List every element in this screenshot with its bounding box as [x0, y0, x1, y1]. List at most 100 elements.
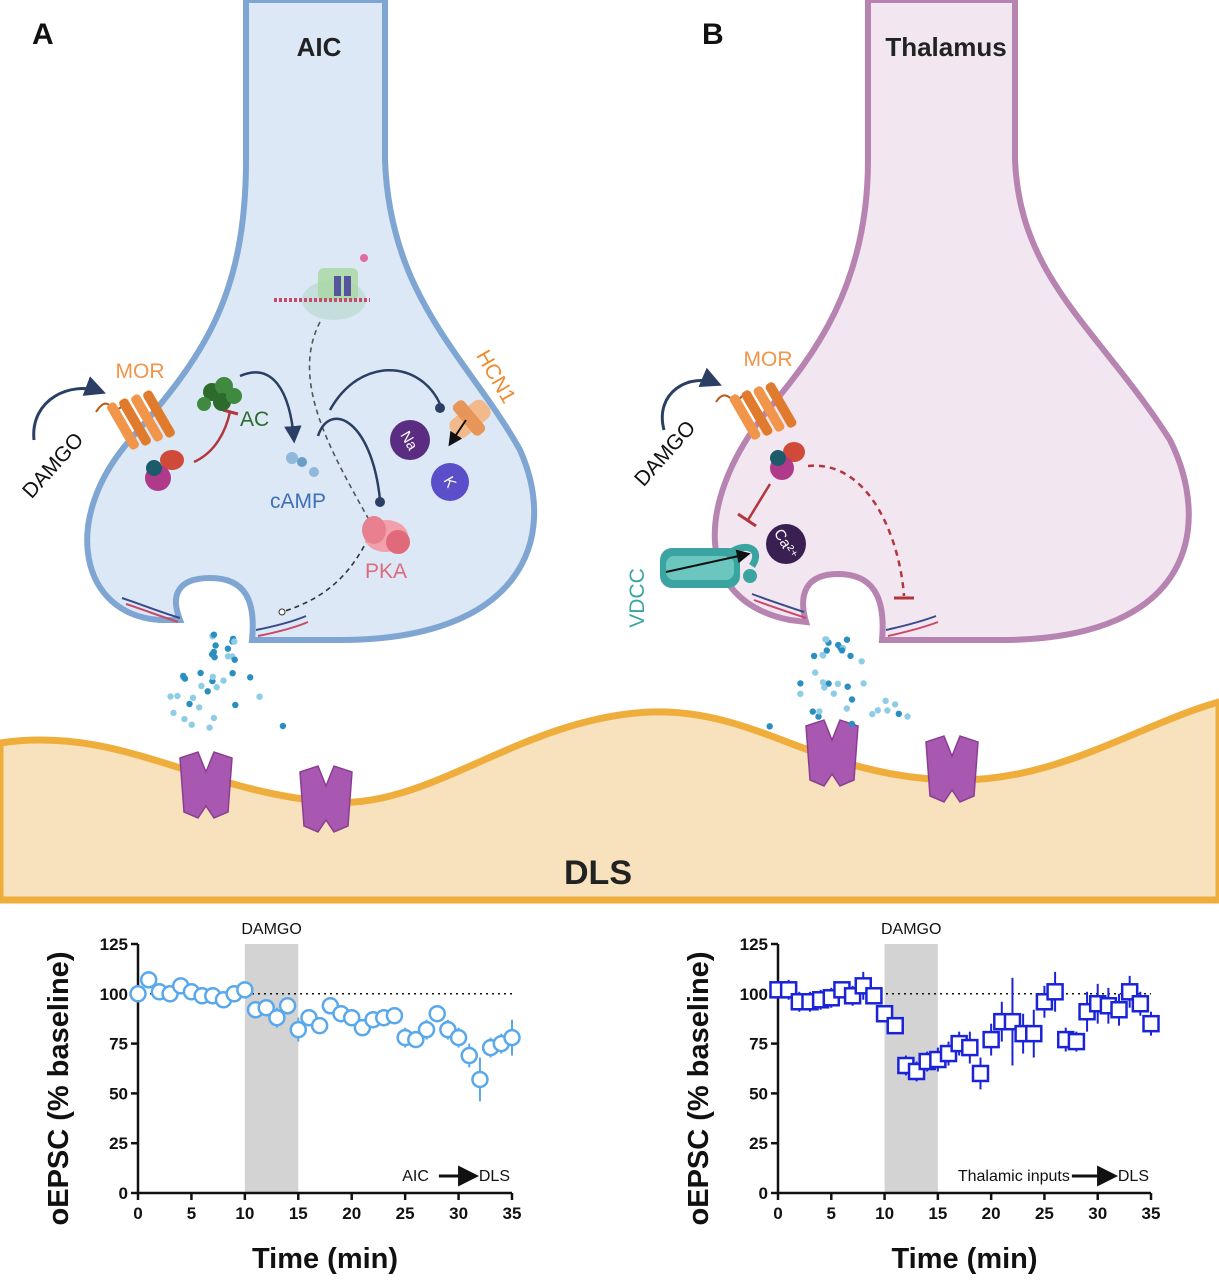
neurotransmitter-dot [882, 697, 889, 704]
transcription-complex-icon [274, 254, 370, 320]
thalamus-neuron: B Thalamus DAMGO MOR VDCC Ca²⁺ [626, 0, 1192, 730]
neurotransmitter-dot [188, 721, 195, 728]
y-axis-title: oEPSC (% baseline) [683, 952, 715, 1226]
receptor-a1-icon [179, 751, 233, 819]
neurotransmitter-dot [231, 656, 238, 663]
release-site-b-left-icon [751, 593, 807, 619]
neurotransmitter-dot [174, 692, 181, 700]
aic-label: AIC [297, 32, 342, 62]
x-axis-title: Time (min) [252, 1243, 398, 1275]
y-tick-label: 25 [109, 1134, 128, 1153]
neurotransmitter-dot [220, 677, 227, 684]
neurotransmitter-dot [830, 690, 837, 697]
neurotransmitter-dot [848, 720, 856, 728]
neurotransmitter-dot [835, 641, 842, 649]
camp-label: cAMP [270, 490, 326, 513]
neurotransmitter-dot [232, 701, 239, 709]
neurotransmitter-dot [810, 652, 818, 660]
data-point [1025, 1024, 1043, 1043]
neurotransmitter-dot [860, 680, 867, 687]
damgo-arrow-a [32, 376, 106, 441]
data-point [139, 971, 158, 989]
data-point [1131, 995, 1150, 1013]
vdcc-channel-icon [660, 543, 760, 588]
neurotransmitter-dot [206, 724, 213, 731]
x-tick-label: 15 [928, 1204, 947, 1223]
x-tick-label: 30 [1088, 1204, 1107, 1223]
y-axis-title: oEPSC (% baseline) [43, 952, 75, 1226]
neurotransmitter-dot [170, 709, 177, 717]
x-axis-title: Time (min) [891, 1243, 1037, 1275]
neurotransmitter-cloud-b [766, 636, 911, 730]
data-point [310, 1016, 329, 1035]
data-point [449, 1028, 468, 1047]
neurotransmitter-dot [821, 684, 828, 691]
y-tick-label: 100 [740, 985, 768, 1004]
neurotransmitter-dot [204, 688, 211, 695]
neurotransmitter-dot [823, 647, 830, 654]
x-tick-label: 25 [396, 1204, 415, 1223]
na-ion-icon [390, 420, 430, 460]
y-tick-label: 50 [109, 1084, 128, 1103]
neurotransmitter-dot [869, 710, 876, 718]
neurotransmitter-dot [197, 669, 204, 677]
y-tick-label: 125 [100, 935, 128, 954]
y-tick-label: 100 [100, 985, 128, 1004]
dls-label: DLS [564, 854, 632, 892]
data-point [1110, 1000, 1128, 1019]
neurotransmitter-dot [895, 710, 902, 717]
neurotransmitter-dot [229, 670, 236, 677]
neurotransmitter-dot [809, 708, 816, 715]
inhibit-bar-ac [222, 408, 239, 416]
neurotransmitter-dot [843, 705, 850, 712]
neurotransmitter-dot [766, 723, 773, 730]
neurotransmitter-dot [874, 707, 881, 714]
annotation-source: Thalamic inputs [958, 1168, 1070, 1185]
neurotransmitter-dot [181, 675, 189, 682]
y-tick-label: 0 [119, 1184, 128, 1203]
x-tick-label: 25 [1035, 1204, 1054, 1223]
camp-to-pka-path [316, 417, 382, 501]
y-tick-label: 125 [740, 935, 768, 954]
data-point [1046, 983, 1064, 1001]
ca-ion-icon [766, 524, 806, 564]
x-tick-label: 20 [982, 1204, 1001, 1223]
x-tick-label: 0 [133, 1204, 142, 1223]
neurotransmitter-dot [231, 638, 238, 645]
receptor-b2-icon [925, 735, 979, 803]
damgo-label-b: DAMGO [630, 416, 700, 490]
y-tick-label: 0 [759, 1184, 768, 1203]
neurotransmitter-dot [847, 652, 854, 660]
neurotransmitter-dot [884, 707, 891, 714]
vdcc-label: VDCC [626, 568, 649, 628]
neurotransmitter-dot [256, 693, 263, 700]
neurotransmitter-dot [797, 680, 804, 687]
neurotransmitter-dot [891, 701, 899, 708]
neurotransmitter-dot [208, 651, 216, 658]
annotation-source: AIC [402, 1168, 429, 1185]
release-site-left-icon [121, 597, 181, 623]
data-point [278, 997, 297, 1015]
data-point [268, 1008, 286, 1027]
data-point [129, 985, 147, 1003]
data-point [342, 1008, 361, 1027]
damgo-label-a: DAMGO [18, 428, 88, 502]
damgo-band [244, 944, 299, 1193]
mor-label-b: MOR [744, 348, 793, 371]
neurotransmitter-dot [167, 693, 174, 700]
x-tick-label: 0 [773, 1204, 782, 1223]
data-point [865, 987, 883, 1005]
neurotransmitter-dot [825, 680, 832, 687]
mor-receptor-b-icon [715, 382, 805, 480]
data-point [1067, 1032, 1086, 1051]
y-tick-label: 25 [749, 1134, 768, 1153]
neurotransmitter-dot [848, 696, 856, 703]
ac-enzyme-icon [197, 377, 242, 411]
nucleus-to-pka-path [308, 321, 369, 519]
data-point [471, 1070, 489, 1089]
data-point [460, 1046, 479, 1065]
x-tick-label: 5 [187, 1204, 196, 1223]
x-tick-label: 15 [289, 1204, 308, 1223]
